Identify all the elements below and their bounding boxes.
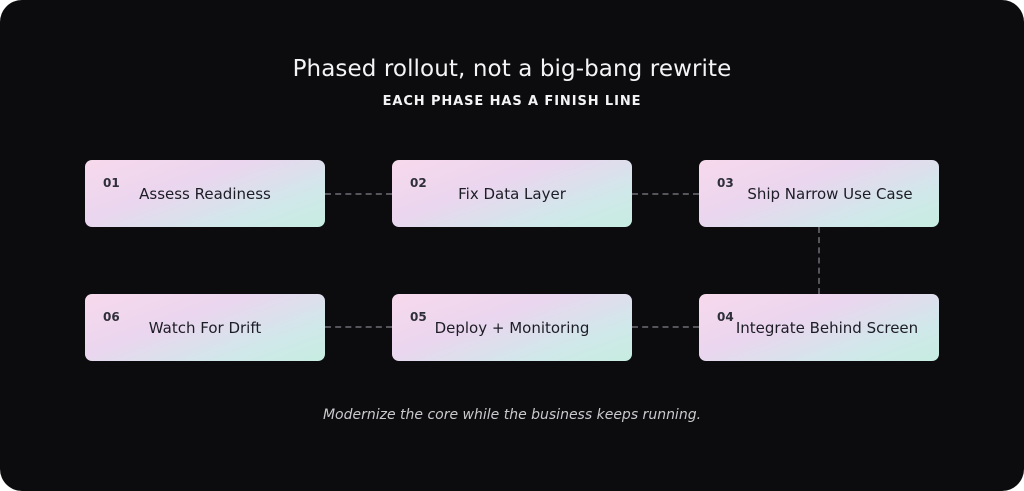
- phase-number: 01: [103, 176, 120, 190]
- phase-card-06: 06 Watch For Drift: [85, 294, 325, 361]
- footer-caption: Modernize the core while the business ke…: [322, 407, 702, 423]
- phase-number: 03: [717, 176, 734, 190]
- phase-number: 05: [410, 310, 427, 324]
- diagram-title: Phased rollout, not a big-bang rewrite: [292, 56, 732, 82]
- connector-04-05: [632, 326, 699, 328]
- phase-label: Assess Readiness: [139, 185, 271, 203]
- phase-label: Deploy + Monitoring: [434, 319, 590, 337]
- connector-03-04: [818, 227, 820, 294]
- phase-card-01: 01 Assess Readiness: [85, 160, 325, 227]
- connector-02-03: [632, 193, 699, 195]
- phase-label: Integrate Behind Screen: [735, 319, 919, 337]
- connector-05-06: [325, 326, 392, 328]
- phase-card-02: 02 Fix Data Layer: [392, 160, 632, 227]
- connector-01-02: [325, 193, 392, 195]
- phase-label: Ship Narrow Use Case: [747, 185, 913, 203]
- diagram-subtitle: EACH PHASE HAS A FINISH LINE: [382, 94, 642, 109]
- phase-card-03: 03 Ship Narrow Use Case: [699, 160, 939, 227]
- phase-label: Watch For Drift: [148, 319, 262, 337]
- phase-card-05: 05 Deploy + Monitoring: [392, 294, 632, 361]
- phase-card-04: 04 Integrate Behind Screen: [699, 294, 939, 361]
- phase-number: 04: [717, 310, 734, 324]
- phase-number: 02: [410, 176, 427, 190]
- phase-number: 06: [103, 310, 120, 324]
- phase-label: Fix Data Layer: [458, 185, 566, 203]
